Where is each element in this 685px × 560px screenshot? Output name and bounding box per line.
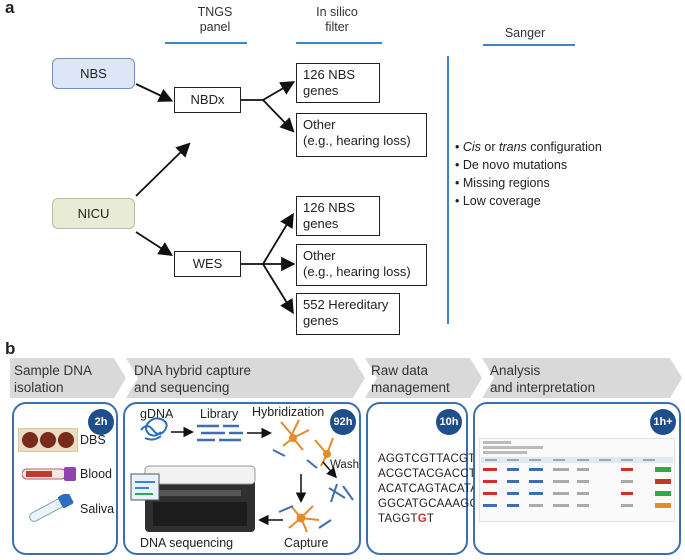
header-sanger-underline bbox=[483, 44, 575, 46]
sample-saliva-label: Saliva bbox=[80, 502, 115, 516]
gdna-label: gDNA bbox=[140, 407, 174, 421]
sample-blood-label: Blood bbox=[80, 467, 112, 481]
header-insilico-underline bbox=[296, 42, 382, 44]
sequence-line-2: ACGCTACGACCT bbox=[378, 468, 477, 480]
step-hybrid-capture-label: DNA hybrid capture and sequencing bbox=[134, 363, 252, 395]
workflow-chevrons bbox=[10, 358, 682, 398]
header-sanger: Sanger bbox=[504, 26, 546, 40]
wes-filter-hereditary-genes: 552 Hereditary genes bbox=[296, 293, 400, 335]
library-label: Library bbox=[200, 407, 239, 421]
capture-workflow-illustration bbox=[130, 417, 354, 533]
wes-filter-nbs-genes: 126 NBS genes bbox=[296, 196, 380, 236]
saliva-tube-icon bbox=[29, 494, 74, 522]
wash-label: Wash bbox=[330, 459, 359, 471]
panel-a-letter: a bbox=[5, 0, 15, 17]
nbdx-method: NBDx bbox=[174, 87, 241, 113]
analysis-time-badge: 1h+ bbox=[650, 409, 676, 435]
sequence-line-5: TAGGTGT bbox=[378, 513, 435, 525]
header-tngs-panel: TNGS panel bbox=[197, 5, 233, 34]
raw-data-time-badge: 10h bbox=[436, 409, 462, 435]
nbs-input: NBS bbox=[52, 58, 135, 89]
hybridization-beads-icon bbox=[280, 419, 334, 467]
wes-filter-other: Other (e.g., hearing loss) bbox=[296, 244, 427, 286]
capture-label: Capture bbox=[284, 536, 329, 550]
sanger-bullet-list: Cis or trans configuration De novo mutat… bbox=[455, 138, 602, 210]
nicu-input: NICU bbox=[52, 198, 135, 229]
hybridization-label: Hybridization bbox=[252, 405, 325, 419]
header-tngs-underline bbox=[165, 42, 247, 44]
sanger-bullet-low-coverage: Low coverage bbox=[455, 192, 602, 210]
nbdx-filter-other: Other (e.g., hearing loss) bbox=[296, 113, 427, 157]
dbs-card-icon bbox=[18, 428, 78, 452]
variant-base: G bbox=[417, 513, 427, 525]
sequence-line-1: AGGTCGTTACGT bbox=[378, 453, 476, 465]
sanger-divider bbox=[447, 56, 449, 324]
wash-icon bbox=[328, 483, 354, 503]
nbdx-filter-nbs-genes: 126 NBS genes bbox=[296, 63, 380, 103]
blood-tube-icon bbox=[22, 467, 76, 481]
sequence-line-4: GGCATGCAAAGC bbox=[378, 498, 478, 510]
step-analysis-label: Analysis and interpretation bbox=[490, 363, 596, 395]
sequence-read-block: AGGTCGTTACGT ACGCTACGACCT ACATCAGTACATA … bbox=[378, 452, 478, 527]
sample-dbs-label: DBS bbox=[80, 433, 106, 447]
sequence-line-3: ACATCAGTACATA bbox=[378, 483, 479, 495]
sample-time-badge: 2h bbox=[88, 409, 114, 435]
gdna-icon bbox=[140, 417, 168, 441]
step-sample-isolation-label: Sample DNA isolation bbox=[14, 363, 93, 395]
library-icon bbox=[197, 424, 243, 442]
sanger-bullet-de-novo: De novo mutations bbox=[455, 156, 602, 174]
sanger-bullet-configuration: Cis or trans configuration bbox=[455, 138, 602, 156]
sequencer-icon bbox=[130, 465, 256, 532]
variant-report-thumbnail bbox=[479, 438, 675, 522]
panel-b-letter: b bbox=[5, 339, 16, 358]
capture-time-badge: 92h bbox=[330, 409, 356, 435]
wes-method: WES bbox=[174, 251, 241, 277]
sanger-bullet-missing-regions: Missing regions bbox=[455, 174, 602, 192]
dna-sequencing-label: DNA sequencing bbox=[140, 536, 234, 550]
panel-a-arrows bbox=[135, 81, 296, 315]
header-insilico-filter: In silico filter bbox=[316, 5, 358, 34]
step-raw-data-label: Raw data management bbox=[371, 363, 450, 395]
